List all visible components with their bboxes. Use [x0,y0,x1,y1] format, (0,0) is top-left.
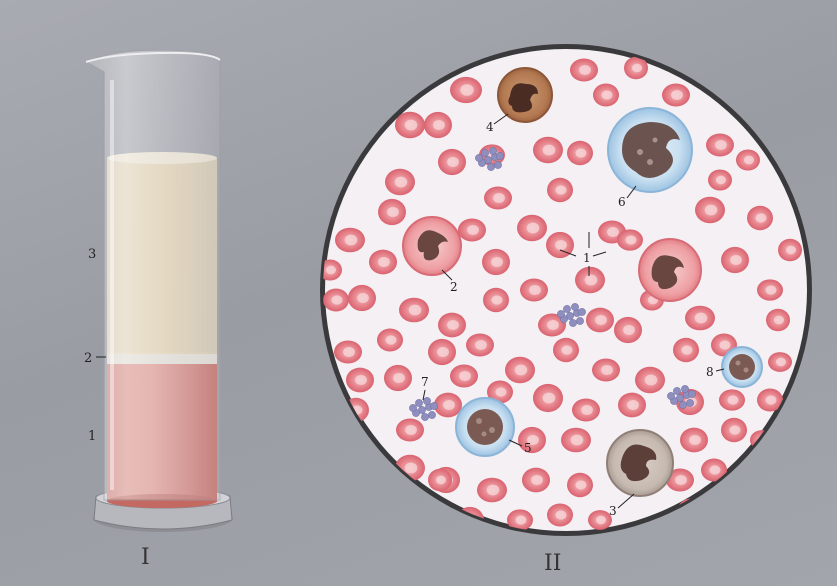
red-blood-cell [575,267,605,293]
red-blood-cell [466,334,494,357]
micrograph-label-monocyte: 6 [618,195,626,209]
micrograph-label-lymphocyte-large: 5 [524,441,532,455]
red-blood-cell [766,309,790,332]
red-blood-cell [458,219,486,242]
micrograph-label-basophil: 4 [486,120,494,134]
red-blood-cell [617,229,643,250]
red-blood-cell [482,249,510,275]
red-blood-cell [561,428,591,453]
red-blood-cell [592,359,620,382]
glass-tube [86,50,220,500]
red-blood-cell [586,308,614,333]
cell-lymphocyte-8 [722,347,762,387]
red-blood-cell [505,357,535,383]
red-blood-cell [680,428,708,453]
red-blood-cell [695,197,725,223]
red-blood-cell [567,141,593,165]
red-blood-cell [385,169,415,195]
red-blood-cell [518,427,546,453]
tube-labels: 3 2 1 [84,247,106,444]
red-blood-cell [768,352,792,372]
tube-label-plasma: 3 [88,247,96,262]
red-blood-cell [778,239,802,262]
red-blood-cell [348,285,376,311]
micrograph-label-neutrophil: 2 [450,280,458,294]
red-blood-cell [553,338,579,362]
cell-monocyte-6 [608,108,692,192]
red-blood-cell [428,469,452,492]
red-blood-cell [378,199,406,225]
red-blood-cell [673,338,699,362]
red-blood-cell [335,228,365,253]
red-blood-cell [438,149,466,175]
red-blood-cell [721,418,747,442]
red-blood-cell [399,298,429,323]
red-blood-cell [547,178,573,202]
graduated-cylinder [86,50,233,532]
red-blood-cell [748,110,772,130]
cell-lymphocyte-5 [456,398,514,456]
red-blood-cell [384,365,412,391]
red-blood-cell [323,289,349,312]
micrograph-label-lymphocyte-small: 8 [706,365,714,379]
red-blood-cell [547,504,573,527]
red-blood-cell [706,134,734,157]
red-blood-cell [346,368,374,393]
cell-neutrophil-unlabeled [639,239,701,301]
red-blood-cell [484,187,512,210]
red-blood-cell [624,57,648,80]
red-blood-cell [662,84,690,107]
red-blood-cell [614,317,642,343]
red-blood-cell [522,468,550,493]
red-blood-cell [719,389,745,410]
red-blood-cell [757,279,783,300]
red-blood-cell [428,339,456,365]
red-blood-cell [533,384,563,412]
tube-label-red-cells: 1 [88,429,96,444]
micrograph-label-eosinophil: 3 [609,504,617,518]
red-blood-cell [395,112,425,138]
red-blood-cell [438,313,466,338]
red-blood-cell [618,393,646,418]
tube-label-buffy-coat: 2 [84,351,92,366]
micrograph-label-red-cell: 1 [583,251,591,265]
red-blood-cell [533,137,563,163]
red-blood-cell [369,250,397,275]
red-blood-cell [483,288,509,312]
red-blood-cell [450,77,482,103]
red-blood-cell [434,393,462,418]
red-blood-cell [377,329,403,352]
red-blood-cell [520,279,548,302]
panel-two-label: II [544,551,561,576]
red-blood-cell [685,306,715,331]
cell-eosinophil-3 [607,430,673,496]
red-blood-cell [635,367,665,393]
red-blood-cell [546,232,574,258]
red-blood-cell [570,59,598,82]
red-blood-cell [747,206,773,230]
red-blood-cell [721,247,749,273]
red-blood-cell [708,169,732,190]
red-blood-cell [517,215,547,241]
red-blood-cell [450,365,478,388]
red-blood-cell [396,419,424,442]
cell-neutrophil-2 [403,217,461,275]
panel-one-label: I [141,545,150,570]
red-blood-cell [593,84,619,107]
red-blood-cell [736,149,760,170]
micrograph-label-platelets: 7 [421,375,429,389]
cell-basophil-4 [498,68,552,122]
red-blood-cell [567,473,593,497]
red-blood-cell [477,478,507,503]
red-blood-cell [572,399,600,422]
red-blood-cell [424,112,452,138]
red-blood-cell [334,341,362,364]
